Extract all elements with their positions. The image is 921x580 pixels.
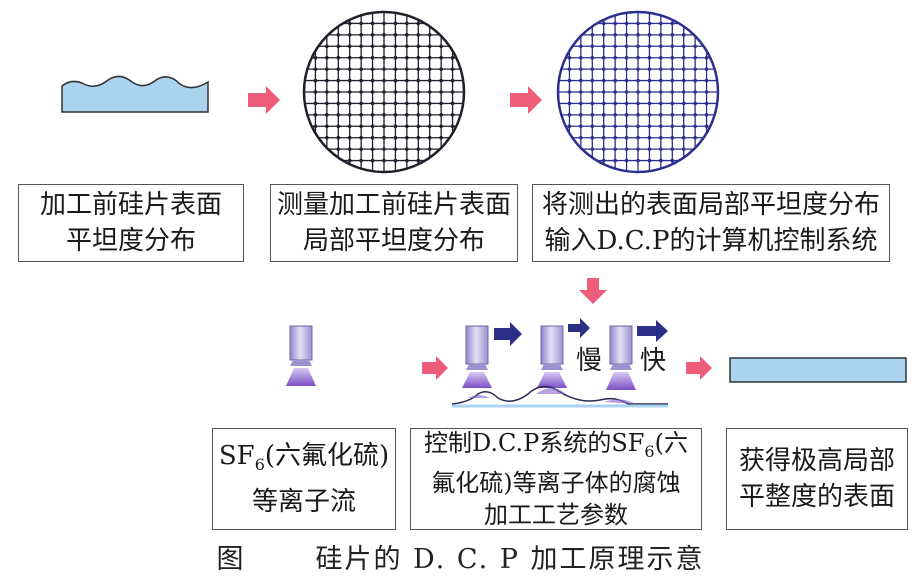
motion-arrow-2 (568, 318, 590, 338)
step-text: (六氟化硫) (264, 441, 390, 472)
flat-result-wafer (729, 357, 907, 383)
speed-label-fast: 快 (640, 346, 667, 376)
caption-prefix: 图 (216, 543, 246, 575)
step-box-control: 控制D.C.P系统的SF6(六 氟化硫)等离子体的腐蚀 加工工艺参数 (410, 428, 702, 530)
step-box-sf6-flow: SF6(六氟化硫) 等离子流 (212, 428, 396, 530)
step-text: 等离子流 (251, 486, 356, 517)
step-text-subscript: 6 (254, 455, 265, 475)
flow-arrow-3 (422, 356, 448, 380)
step-text: 获得极高局部 (738, 446, 895, 476)
sf6-nozzle (286, 325, 316, 386)
step-text: 加工前硅片表面 (39, 190, 222, 220)
step-text: 输入D.C.P的计算机控制系统 (544, 226, 878, 256)
step-text: 局部平坦度分布 (302, 226, 485, 256)
step-box-input: 将测出的表面局部平坦度分布 输入D.C.P的计算机控制系统 (532, 184, 890, 262)
step-text: 氟化硫)等离子体的腐蚀 (431, 469, 681, 498)
flow-arrow-4 (686, 356, 712, 380)
step-text: (六 (654, 428, 688, 457)
step-text: 平整度的表面 (738, 482, 895, 512)
step-box-measure: 测量加工前硅片表面 局部平坦度分布 (270, 184, 518, 262)
processing-nozzle-2 (537, 325, 567, 388)
step-text-subscript: 6 (644, 441, 655, 461)
step-text: 加工工艺参数 (484, 501, 628, 530)
rough-wafer (61, 75, 209, 113)
step-text: 测量加工前硅片表面 (276, 190, 511, 220)
measurement-grid-wafer (302, 10, 466, 174)
step-box-result: 获得极高局部 平整度的表面 (726, 428, 908, 530)
flow-arrow-down (579, 278, 607, 304)
processing-nozzle-1 (462, 325, 492, 388)
motion-arrow-3 (637, 320, 668, 342)
control-grid-wafer (556, 10, 720, 174)
flow-arrow-2 (510, 86, 542, 114)
processing-nozzle-3 (606, 325, 636, 390)
step-text: SF (218, 441, 255, 472)
speed-label-slow: 慢 (576, 346, 603, 376)
caption-text: 硅片的 D. C. P 加工原理示意 (315, 543, 705, 575)
step-text: 将测出的表面局部平坦度分布 (541, 190, 880, 220)
step-text: 平坦度分布 (65, 226, 196, 256)
figure-caption: 图 硅片的 D. C. P 加工原理示意 (0, 536, 921, 576)
step-box-before-surface: 加工前硅片表面 平坦度分布 (18, 184, 244, 262)
uneven-surface (451, 385, 668, 405)
flow-arrow-1 (248, 86, 280, 114)
motion-arrow-1 (494, 322, 522, 346)
step-text: 控制D.C.P系统的SF (424, 428, 645, 457)
